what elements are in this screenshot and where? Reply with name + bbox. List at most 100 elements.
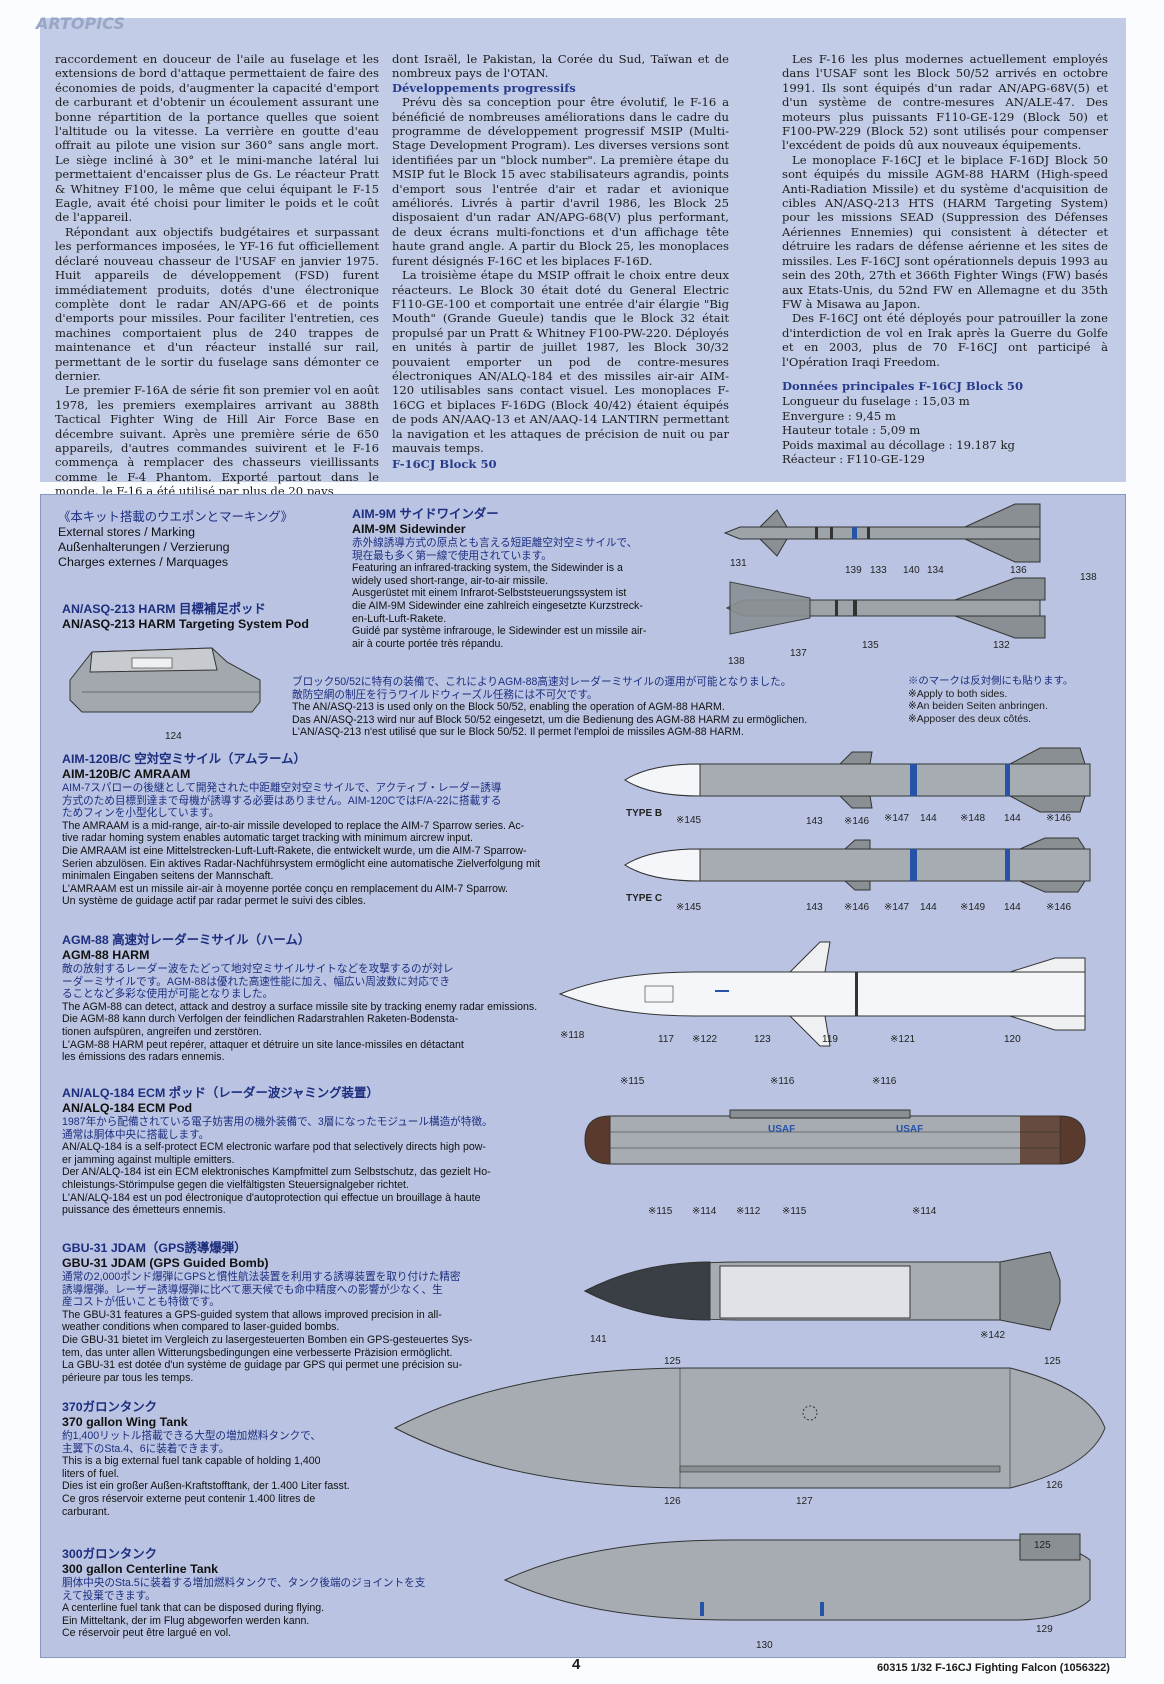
col2-intro: dont Israël, le Pakistan, la Corée du Su… bbox=[392, 52, 729, 81]
aim9-part-132: 132 bbox=[993, 640, 1010, 651]
gbu31-title-jp: GBU-31 JDAM（GPS誘導爆弾） bbox=[62, 1241, 247, 1255]
gbu31-text: GBU-31 JDAM（GPS誘導爆弾） GBU-31 JDAM (GPS Gu… bbox=[62, 1241, 582, 1384]
col2-caption: F-16CJ Block 50 bbox=[392, 457, 497, 472]
part-callout: 143 bbox=[806, 816, 823, 827]
col2-body: Prévu dès sa conception pour être évolut… bbox=[392, 95, 729, 455]
part-callout: 125 bbox=[1034, 1540, 1051, 1551]
text-line: Un système de guidage actif par radar pe… bbox=[62, 895, 366, 908]
aim120-type-b-label: TYPE B bbox=[626, 808, 663, 819]
section-header: 《本キット搭載のウエポンとマーキング》 External stores / Ma… bbox=[58, 510, 293, 570]
aim9-title-jp: AIM-9M サイドワインダー bbox=[352, 507, 499, 521]
text-line: Die GBU-31 bietet im Vergleich zu laserg… bbox=[62, 1333, 473, 1346]
aim120-title-en: AIM-120B/C AMRAAM bbox=[62, 767, 191, 781]
text-line: 方式のため目標到達まで母機が誘導する必要はありません。AIM-120CではF/A… bbox=[62, 794, 502, 807]
part-callout: ※114 bbox=[692, 1206, 717, 1217]
paragraph: Répondant aux objectifs budgétaires et s… bbox=[55, 224, 379, 383]
harm-pod-text: ブロック50/52に特有の装備で、これによりAGM-88高速対レーダーミサイルの… bbox=[292, 676, 892, 739]
text-line: tive radar homing system enables automat… bbox=[62, 832, 473, 845]
text-line: die AIM-9M Sidewinder eine zahlreich ein… bbox=[352, 599, 643, 612]
aim9-part-138: 138 bbox=[728, 656, 745, 667]
agm88-title-en: AGM-88 HARM bbox=[62, 948, 150, 962]
part-callout: ※146 bbox=[1046, 902, 1072, 913]
harm-pod-title-en: AN/ASQ-213 HARM Targeting System Pod bbox=[62, 617, 309, 631]
part-callout: ※145 bbox=[676, 815, 702, 826]
part-callout: ※116 bbox=[770, 1076, 795, 1087]
part-callout: 144 bbox=[1004, 902, 1021, 913]
aim9-part-139: 139 bbox=[845, 565, 862, 576]
part-callout: 141 bbox=[590, 1334, 607, 1345]
agm88-description-jp: 敵の放射するレーダー波をたどって地対空ミサイルサイトなどを攻撃するのが対レーダー… bbox=[62, 963, 582, 1001]
text-line: L'AN/ALQ-184 est un pod électronique d'a… bbox=[62, 1191, 481, 1204]
catalog-footer: 60315 1/32 F-16CJ Fighting Falcon (10563… bbox=[877, 1662, 1110, 1674]
text-line: L'AMRAAM est un missile air-air à moyenn… bbox=[62, 882, 508, 895]
both-sides-jp: ※のマークは反対側にも貼ります。 bbox=[908, 676, 1074, 687]
paragraph: Les F-16 les plus modernes actuellement … bbox=[782, 52, 1108, 153]
text-line: 現在最も多く第一線で使用されています。 bbox=[352, 549, 552, 562]
spec-item: Réacteur : F110-GE-129 bbox=[782, 451, 925, 466]
tank300-text: 300ガロンタンク 300 gallon Centerline Tank 胴体中… bbox=[62, 1547, 512, 1640]
aim120-text: AIM-120B/C 空対空ミサイル（アムラーム） AIM-120B/C AMR… bbox=[62, 752, 622, 908]
paragraph: La troisième étape du MSIP offrait le ch… bbox=[392, 268, 729, 455]
text-line: ることなど多彩な使用が可能となりました。 bbox=[62, 988, 274, 1001]
aim9-part-133: 133 bbox=[870, 565, 887, 576]
text-line: 主翼下のSta.4、6に装着できます。 bbox=[62, 1442, 230, 1455]
aim9-text: AIM-9M サイドワインダー AIM-9M Sidewinder 赤外線誘導方… bbox=[352, 507, 724, 650]
alq184-title-en: AN/ALQ-184 ECM Pod bbox=[62, 1101, 193, 1115]
text-line: L'AGM-88 HARM peut repérer, attaquer et … bbox=[62, 1038, 464, 1051]
spec-item: Poids maximal au décollage : 19.187 kg bbox=[782, 437, 1015, 452]
part-callout: ※147 bbox=[884, 902, 910, 913]
harm-pod-description: ブロック50/52に特有の装備で、これによりAGM-88高速対レーダーミサイルの… bbox=[292, 676, 892, 739]
agm88-text: AGM-88 高速対レーダーミサイル（ハーム） AGM-88 HARM 敵の放射… bbox=[62, 933, 582, 1064]
text-line: AN/ALQ-184 is a self-protect ECM electro… bbox=[62, 1141, 486, 1154]
tank370-description-jp: 約1,400リットル搭載できる大型の増加燃料タンクで、主翼下のSta.4、6に装… bbox=[62, 1430, 382, 1455]
tank370-drawing bbox=[393, 1367, 1106, 1489]
text-line: ためフィンを小型化しています。 bbox=[62, 807, 220, 820]
text-line: puissance des émetteurs ennemis. bbox=[62, 1204, 226, 1217]
text-line: Das AN/ASQ-213 wird nur auf Block 50/52 … bbox=[292, 713, 808, 726]
part-callout: ※148 bbox=[960, 813, 986, 824]
paragraph: Le premier F-16A de série fit son premie… bbox=[55, 383, 379, 499]
tank370-text: 370ガロンタンク 370 gallon Wing Tank 約1,400リット… bbox=[62, 1400, 382, 1518]
text-line: えて投棄できます。 bbox=[62, 1589, 156, 1602]
part-callout: ※147 bbox=[884, 813, 910, 824]
text-line: The AGM-88 can detect, attack and destro… bbox=[62, 1000, 538, 1013]
tank300-description: A centerline fuel tank that can be dispo… bbox=[62, 1602, 512, 1640]
alq184-usaf-2: USAF bbox=[896, 1124, 924, 1135]
specifications: Données principales F-16CJ Block 50 Long… bbox=[782, 379, 1108, 466]
part-callout: 143 bbox=[806, 902, 823, 913]
text-line: A centerline fuel tank that can be dispo… bbox=[62, 1602, 325, 1615]
part-callout: 123 bbox=[754, 1034, 771, 1045]
aim9-part-138-top: 138 bbox=[1080, 572, 1097, 583]
aim9-top-view bbox=[723, 503, 1041, 563]
history-column-1: raccordement en douceur de l'aile au fus… bbox=[55, 52, 379, 499]
spec-item: Hauteur totale : 5,09 m bbox=[782, 423, 921, 438]
paragraph: raccordement en douceur de l'aile au fus… bbox=[55, 52, 379, 225]
text-line: air à courte portée très répandu. bbox=[352, 637, 504, 650]
tank370-title-en: 370 gallon Wing Tank bbox=[62, 1415, 188, 1429]
text-line: ブロック50/52に特有の装備で、これによりAGM-88高速対レーダーミサイルの… bbox=[292, 676, 792, 688]
text-line: Ein Mitteltank, der im Flug abgeworfen w… bbox=[62, 1614, 310, 1627]
text-line: AIM-7スパローの後継として開発された中距離空対空ミサイルで、アクティブ・レー… bbox=[62, 782, 502, 794]
harm-pod-drawing bbox=[69, 647, 261, 713]
text-line: The AN/ASQ-213 is used only on the Block… bbox=[292, 701, 725, 714]
part-callout: 144 bbox=[920, 813, 937, 824]
tank300-description-jp: 胴体中央のSta.5に装着する増加燃料タンクで、タンク後端のジョイントを支えて投… bbox=[62, 1577, 512, 1602]
aim9-description: 赤外線誘導方式の原点とも言える短距離空対空ミサイルで、現在最も多く第一線で使用さ… bbox=[352, 537, 724, 650]
both-sides-lines: ※Apply to both sides.※An beiden Seiten a… bbox=[908, 689, 1073, 727]
tank300-drawing bbox=[503, 1533, 1091, 1621]
text-line: ※Apposer des deux côtés. bbox=[908, 713, 1032, 725]
part-callout: 125 bbox=[1044, 1356, 1061, 1367]
aim120-description-jp: AIM-7スパローの後継として開発された中距離空対空ミサイルで、アクティブ・レー… bbox=[62, 782, 622, 820]
part-callout: ※116 bbox=[872, 1076, 897, 1087]
section-header-jp: 《本キット搭載のウエポンとマーキング》 bbox=[58, 510, 294, 524]
text-line: 産コストが低いことも特徴です。 bbox=[62, 1296, 220, 1309]
text-line: ーダーミサイルです。AGM-88は優れた高速性能に加え、幅広い周波数に対応でき bbox=[62, 975, 450, 988]
text-line: widely used short-range, air-to-air miss… bbox=[352, 574, 549, 587]
section-header-en: External stores / Marking bbox=[58, 525, 196, 539]
part-callout: 126 bbox=[1046, 1480, 1063, 1491]
text-line: Die AMRAAM ist eine Mittelstrecken-Luft-… bbox=[62, 844, 527, 857]
alq184-description-jp: 1987年から配備されている電子妨害用の機外装備で、3層になったモジュール構造が… bbox=[62, 1116, 582, 1141]
part-callout: ※121 bbox=[890, 1034, 916, 1045]
text-line: The GBU-31 features a GPS-guided system … bbox=[62, 1308, 442, 1321]
